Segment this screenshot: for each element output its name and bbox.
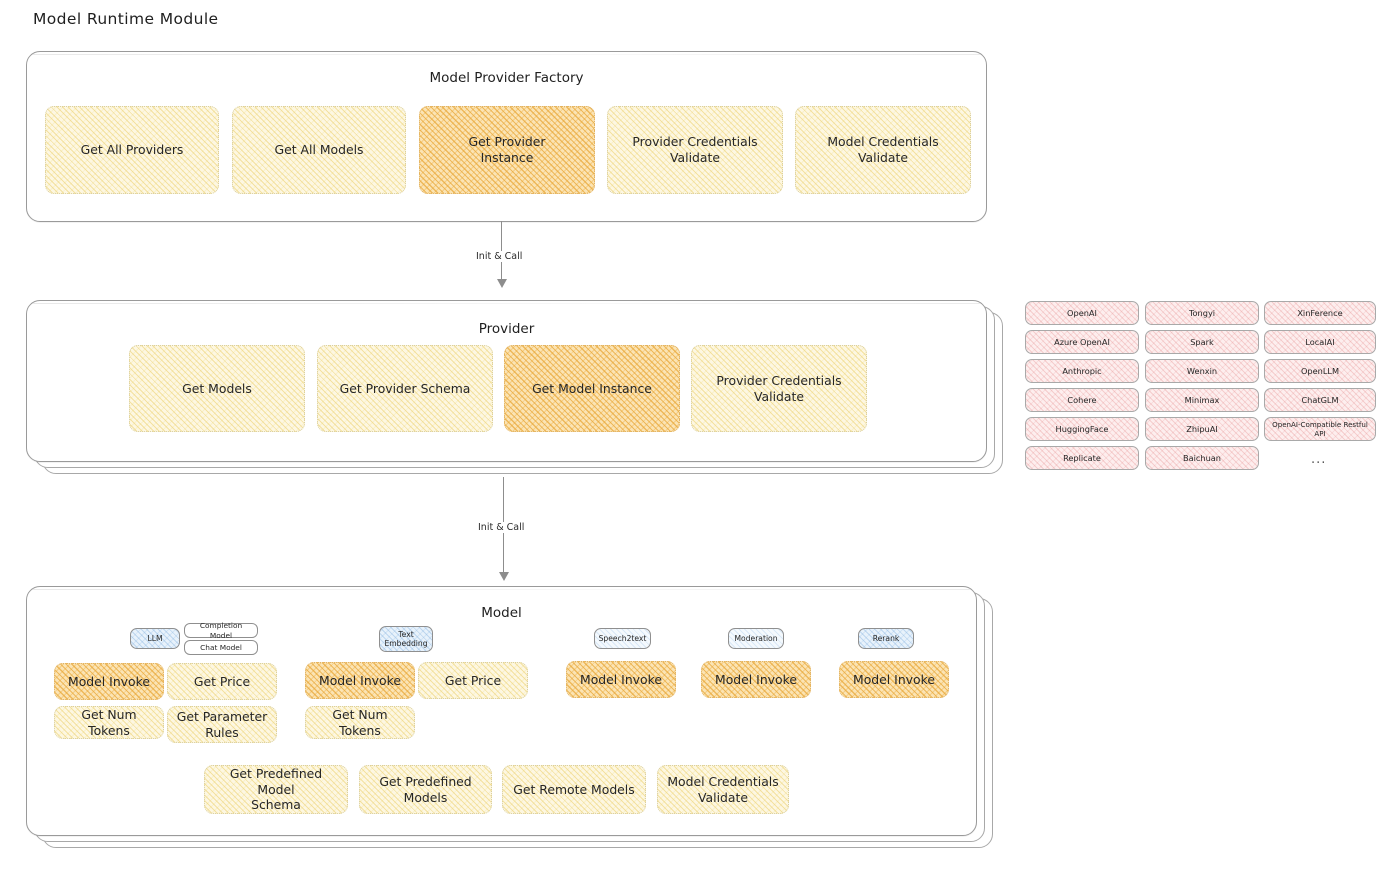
node-llm-model-invoke[interactable]: Model Invoke xyxy=(54,663,164,700)
model-type-badge-text-embedding[interactable]: Text Embedding xyxy=(379,626,433,652)
node-get-provider-schema[interactable]: Get Provider Schema xyxy=(317,345,493,432)
node-speech2text-model-invoke[interactable]: Model Invoke xyxy=(566,661,676,698)
node-get-predefined-models[interactable]: Get Predefined Models xyxy=(359,765,492,814)
node-model-credentials-validate[interactable]: Model Credentials Validate xyxy=(795,106,971,194)
node-get-all-models[interactable]: Get All Models xyxy=(232,106,406,194)
model-type-badge-speech2text[interactable]: Speech2text xyxy=(594,628,651,649)
node-embedding-model-invoke[interactable]: Model Invoke xyxy=(305,662,415,699)
node-get-all-providers[interactable]: Get All Providers xyxy=(45,106,219,194)
node-get-models[interactable]: Get Models xyxy=(129,345,305,432)
provider-chip-chatglm[interactable]: ChatGLM xyxy=(1264,388,1376,412)
provider-chip-zhipuai[interactable]: ZhipuAI xyxy=(1145,417,1259,441)
model-title: Model xyxy=(481,605,522,621)
provider-chip-azure-openai[interactable]: Azure OpenAI xyxy=(1025,330,1139,354)
node-llm-get-price[interactable]: Get Price xyxy=(167,663,277,700)
provider-chip-openai-compatible-restful-api[interactable]: OpenAI-Compatible Restful API xyxy=(1264,417,1376,441)
node-get-provider-instance[interactable]: Get Provider Instance xyxy=(419,106,595,194)
model-type-sub-completion-model[interactable]: Completion Model xyxy=(184,621,258,640)
node-llm-get-parameter-rules[interactable]: Get Parameter Rules xyxy=(167,706,277,743)
provider-chip-anthropic[interactable]: Anthropic xyxy=(1025,359,1139,383)
provider-chip-openllm[interactable]: OpenLLM xyxy=(1264,359,1376,383)
provider-chip-spark[interactable]: Spark xyxy=(1145,330,1259,354)
provider-title: Provider xyxy=(478,321,535,337)
provider-chip-cohere[interactable]: Cohere xyxy=(1025,388,1139,412)
provider-chip-localai[interactable]: LocalAI xyxy=(1264,330,1376,354)
node-get-model-instance[interactable]: Get Model Instance xyxy=(504,345,680,432)
model-type-sub-chat-model[interactable]: Chat Model xyxy=(184,640,258,655)
model-type-badge-rerank[interactable]: Rerank xyxy=(858,628,914,649)
model-type-badge-moderation[interactable]: Moderation xyxy=(728,628,784,649)
provider-chip-openai[interactable]: OpenAI xyxy=(1025,301,1139,325)
provider-list-more-ellipsis: ... xyxy=(1311,452,1327,467)
provider-chip-wenxin[interactable]: Wenxin xyxy=(1145,359,1259,383)
provider-chip-baichuan[interactable]: Baichuan xyxy=(1145,446,1259,470)
node-get-predefined-model-schema[interactable]: Get Predefined Model Schema xyxy=(204,765,348,814)
arrow-factory-to-provider-head xyxy=(497,279,507,288)
model-provider-factory-title: Model Provider Factory xyxy=(429,70,584,86)
arrow-provider-to-model-label: Init & Call xyxy=(474,522,529,533)
node-rerank-model-invoke[interactable]: Model Invoke xyxy=(839,661,949,698)
provider-chip-tongyi[interactable]: Tongyi xyxy=(1145,301,1259,325)
node-moderation-model-invoke[interactable]: Model Invoke xyxy=(701,661,811,698)
page-title: Model Runtime Module xyxy=(33,10,219,28)
provider-chip-huggingface[interactable]: HuggingFace xyxy=(1025,417,1139,441)
node-provider-credentials-validate[interactable]: Provider Credentials Validate xyxy=(607,106,783,194)
provider-chip-replicate[interactable]: Replicate xyxy=(1025,446,1139,470)
node-get-remote-models[interactable]: Get Remote Models xyxy=(502,765,646,814)
node-llm-get-num-tokens[interactable]: Get Num Tokens xyxy=(54,706,164,739)
provider-chip-xinference[interactable]: XinFerence xyxy=(1264,301,1376,325)
provider-chip-minimax[interactable]: Minimax xyxy=(1145,388,1259,412)
arrow-provider-to-model-head xyxy=(499,572,509,581)
node-model-credentials-validate-2[interactable]: Model Credentials Validate xyxy=(657,765,789,814)
node-embedding-get-price[interactable]: Get Price xyxy=(418,662,528,699)
arrow-factory-to-provider-label: Init & Call xyxy=(472,251,527,262)
model-type-badge-llm[interactable]: LLM xyxy=(130,628,180,649)
node-embedding-get-num-tokens[interactable]: Get Num Tokens xyxy=(305,706,415,739)
node-provider-credentials-validate-2[interactable]: Provider Credentials Validate xyxy=(691,345,867,432)
